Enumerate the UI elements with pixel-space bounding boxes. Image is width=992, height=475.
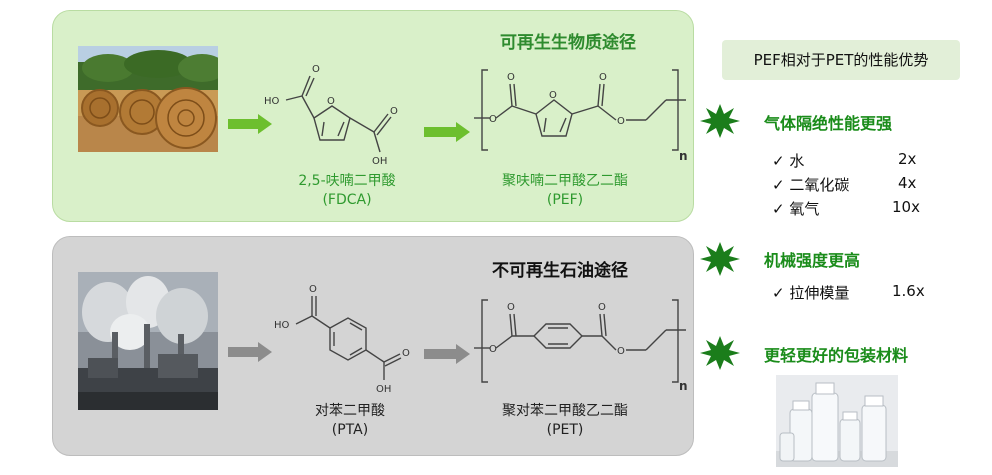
gas-item-value: 4x (898, 174, 917, 192)
pta-name: 对苯二甲酸 (315, 403, 385, 419)
pef-name: 聚呋喃二甲酸乙二酯 (502, 173, 628, 189)
fdca-ring-o: O (327, 96, 335, 107)
mechanical-item-value: 1.6x (892, 282, 925, 300)
fdca-abbr: (FDCA) (322, 192, 372, 208)
hay-bales-photo (78, 46, 218, 152)
check-icon: ✓ (772, 284, 785, 302)
pef-o-1: O (507, 72, 515, 83)
gas-item-value: 2x (898, 150, 917, 168)
petroleum-pathway-title: 不可再生石油途径 (492, 261, 628, 281)
pet-label: 聚对苯二甲酸乙二酯 (PET) (480, 402, 650, 440)
pta-abbr: (PTA) (331, 422, 369, 438)
pet-o-4: O (617, 346, 625, 357)
gas-item-label: 水 (789, 152, 805, 170)
fdca-o-right: O (390, 106, 398, 117)
pta-structure: O HO O OH (274, 284, 410, 395)
check-icon: ✓ (772, 176, 785, 194)
pet-abbr: (PET) (546, 422, 584, 438)
check-icon: ✓ (772, 152, 785, 170)
pet-o-1: O (507, 302, 515, 313)
pet-structure: O O O O n (474, 299, 688, 393)
gas-item-label: 二氧化碳 (789, 176, 850, 194)
gas-item-value: 10x (892, 198, 920, 216)
star-burst-icon (700, 242, 740, 276)
gas-item-co2: ✓ 二氧化碳 4x (772, 174, 916, 195)
green-arrow-1 (228, 114, 272, 134)
pta-o-right: O (402, 348, 410, 359)
pta-label: 对苯二甲酸 (PTA) (290, 402, 410, 440)
mechanical-item-label: 拉伸模量 (789, 284, 850, 302)
pef-ring-o: O (549, 90, 557, 101)
gray-arrow-1 (228, 342, 272, 362)
pef-o-4: O (617, 116, 625, 127)
renewable-pathway-title: 可再生生物质途径 (500, 33, 636, 53)
factory-smoke-photo (78, 272, 218, 410)
pef-structure: O O O O O n (474, 69, 688, 163)
pet-o-3: O (598, 302, 606, 313)
pta-oh: OH (376, 384, 391, 395)
gray-arrow-2 (424, 344, 470, 364)
check-icon: ✓ (772, 200, 785, 218)
gas-item-oxygen: ✓ 氧气 10x (772, 198, 920, 219)
star-burst-icon (700, 336, 740, 370)
fdca-oh: OH (372, 156, 387, 167)
fdca-label: 2,5-呋喃二甲酸 (FDCA) (282, 172, 412, 210)
pet-o-2: O (489, 344, 497, 355)
pef-label: 聚呋喃二甲酸乙二酯 (PEF) (480, 172, 650, 210)
pta-ho: HO (274, 320, 290, 331)
star-burst-icon (700, 104, 740, 138)
pef-advantage-box: PEF相对于PET的性能优势 (722, 40, 960, 80)
gas-item-water: ✓ 水 2x (772, 150, 916, 171)
pef-o-3: O (599, 72, 607, 83)
fdca-o-top: O (312, 64, 320, 75)
pta-o-top: O (309, 284, 317, 295)
pet-name: 聚对苯二甲酸乙二酯 (502, 403, 628, 419)
pef-abbr: (PEF) (546, 192, 584, 208)
pef-o-2: O (489, 114, 497, 125)
fdca-structure: O HO O O OH (264, 64, 398, 167)
fdca-name: 2,5-呋喃二甲酸 (298, 173, 396, 189)
packaging-heading: 更轻更好的包装材料 (764, 346, 909, 365)
pef-n: n (679, 149, 688, 163)
gas-barrier-heading: 气体隔绝性能更强 (764, 114, 893, 133)
bottles-photo (776, 375, 898, 467)
mechanical-item-modulus: ✓ 拉伸模量 1.6x (772, 282, 925, 303)
green-arrow-2 (424, 122, 470, 142)
mechanical-heading: 机械强度更高 (764, 251, 861, 270)
pet-n: n (679, 379, 688, 393)
fdca-ho: HO (264, 96, 280, 107)
gas-item-label: 氧气 (789, 200, 820, 218)
